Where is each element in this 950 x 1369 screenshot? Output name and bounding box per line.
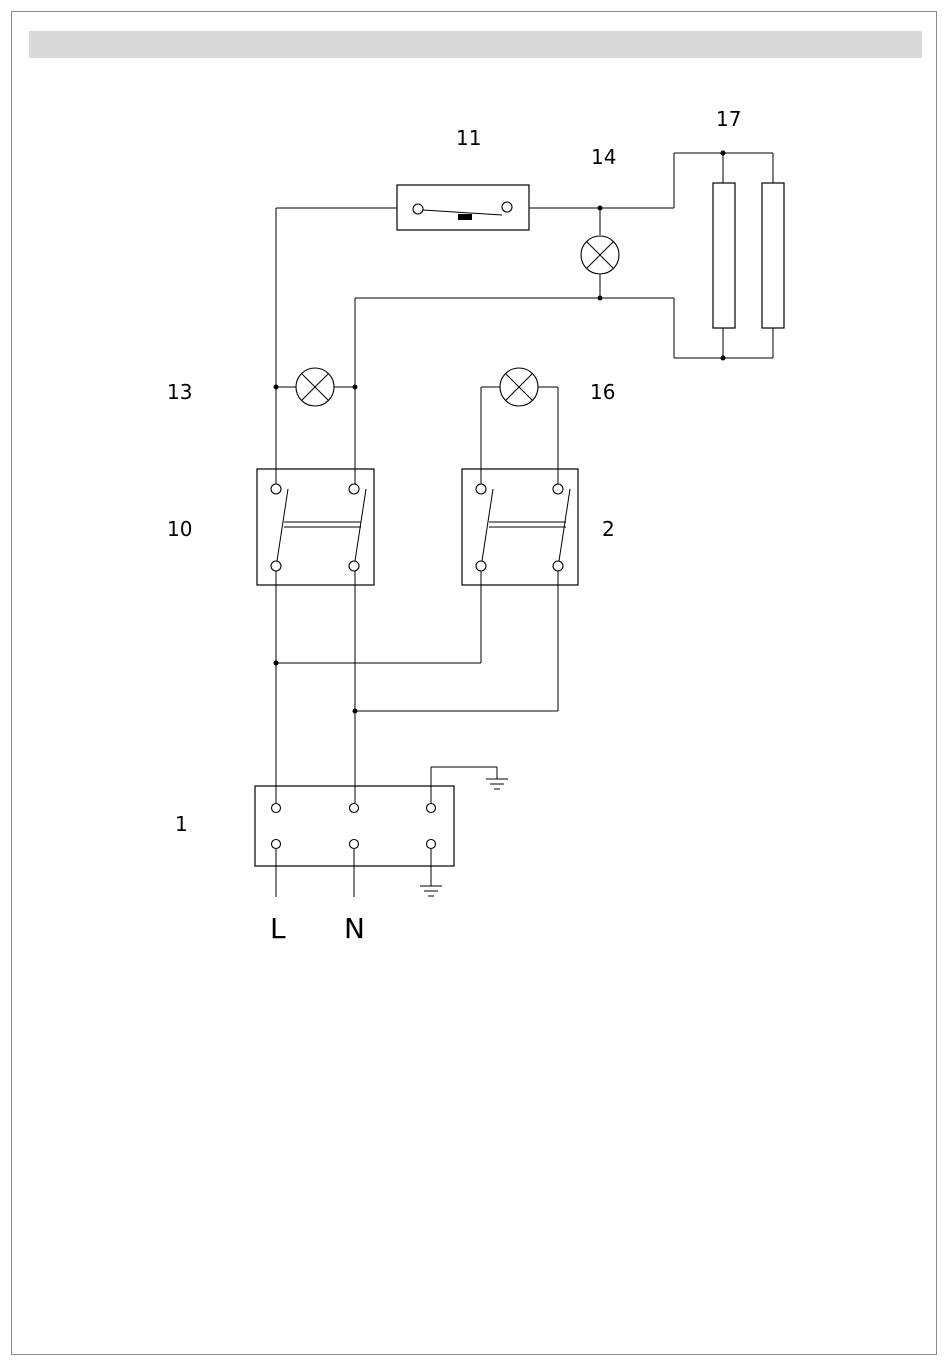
label-neutral: N: [344, 912, 365, 945]
heating-elements-17: [674, 151, 784, 361]
switch-2: [462, 469, 578, 585]
label-1: 1: [175, 812, 188, 836]
label-17: 17: [716, 107, 741, 131]
lamp-14: [581, 208, 619, 298]
switch-10: [257, 469, 374, 585]
label-14: 14: [591, 145, 616, 169]
label-line: L: [270, 912, 286, 945]
lamp-13: [274, 368, 358, 406]
label-16: 16: [590, 380, 615, 404]
thermostat-11: [397, 185, 529, 230]
label-10: 10: [167, 517, 192, 541]
label-2: 2: [602, 517, 615, 541]
ground-symbol-bottom: [420, 849, 442, 896]
label-11: 11: [456, 126, 481, 150]
label-13: 13: [167, 380, 192, 404]
ground-symbol-top: [431, 767, 508, 803]
